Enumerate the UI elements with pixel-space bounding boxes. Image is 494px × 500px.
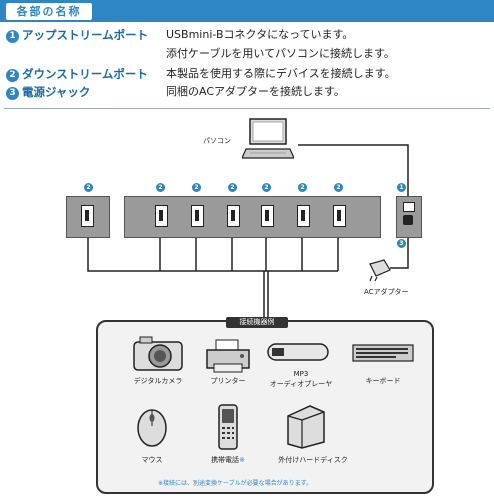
downstream-port <box>333 205 346 227</box>
downstream-port <box>297 205 310 227</box>
part-name: 電源ジャック <box>22 85 91 99</box>
device-label: 携帯電話※ <box>188 456 268 465</box>
mp3-player-icon <box>266 340 334 364</box>
port-badge: 2 <box>298 183 307 192</box>
downstream-port <box>81 205 94 227</box>
ac-adapter-icon <box>366 256 392 282</box>
adapter-label: ACアダプター <box>364 288 409 296</box>
port-badge: 2 <box>192 183 201 192</box>
part-desc: 同梱のACアダプターを接続します。 <box>166 85 345 98</box>
part-name: ダウンストリームポート <box>22 67 148 81</box>
pc-label: パソコン <box>203 137 231 145</box>
downstream-port <box>191 205 204 227</box>
downstream-port <box>261 205 274 227</box>
pc-laptop-icon <box>241 116 295 162</box>
number-badge: 2 <box>6 69 19 82</box>
printer-icon <box>204 338 252 374</box>
hard-disk-icon <box>286 404 326 450</box>
part-desc: USBmini-Bコネクタになっています。 <box>166 28 354 41</box>
power-jack <box>403 215 413 225</box>
devices-box-title: 接続機器例 <box>226 317 288 328</box>
number-badge: 3 <box>6 87 19 100</box>
part-desc: 本製品を使用する際にデバイスを接続します。 <box>166 67 396 80</box>
part-name: アップストリームポート <box>22 28 149 42</box>
device-label-text: 携帯電話 <box>211 456 240 464</box>
device-label-line2: オーディオプレーヤ <box>269 380 333 388</box>
device-label: 外付けハードディスク <box>278 456 348 464</box>
hub-left-module <box>66 196 110 238</box>
port-badge: 2 <box>262 183 271 192</box>
number-badge: 1 <box>6 30 19 43</box>
port-badge: 2 <box>228 183 237 192</box>
footnote: ※接続には、別途変換ケーブルが必要な場合があります。 <box>158 480 313 487</box>
device-label: MP3 <box>293 370 309 378</box>
camera-icon <box>132 334 184 372</box>
mouse-icon <box>134 404 170 448</box>
downstream-port <box>155 205 168 227</box>
device-label: マウス <box>141 456 163 464</box>
mobile-phone-icon <box>218 404 238 450</box>
keyboard-icon <box>352 344 414 362</box>
note-mark: ※ <box>239 456 245 464</box>
upstream-port <box>403 202 415 212</box>
hub-upstream-module <box>396 196 422 238</box>
power-badge: 3 <box>397 239 406 248</box>
downstream-port <box>227 205 240 227</box>
port-badge: 2 <box>84 183 93 192</box>
connection-lines <box>87 144 409 318</box>
part-desc: 添付ケーブルを用いてパソコンに接続します。 <box>166 47 395 60</box>
section-title: 各部の名称 <box>6 3 92 20</box>
port-badge: 2 <box>156 183 165 192</box>
port-badge: 2 <box>334 183 343 192</box>
device-label: キーボード <box>365 377 401 385</box>
upstream-badge: 1 <box>397 183 406 192</box>
header-bar <box>0 0 494 22</box>
hub-main-module <box>124 196 381 238</box>
device-label: プリンター <box>210 377 246 385</box>
divider <box>4 108 490 109</box>
device-label: デジタルカメラ <box>133 377 183 385</box>
